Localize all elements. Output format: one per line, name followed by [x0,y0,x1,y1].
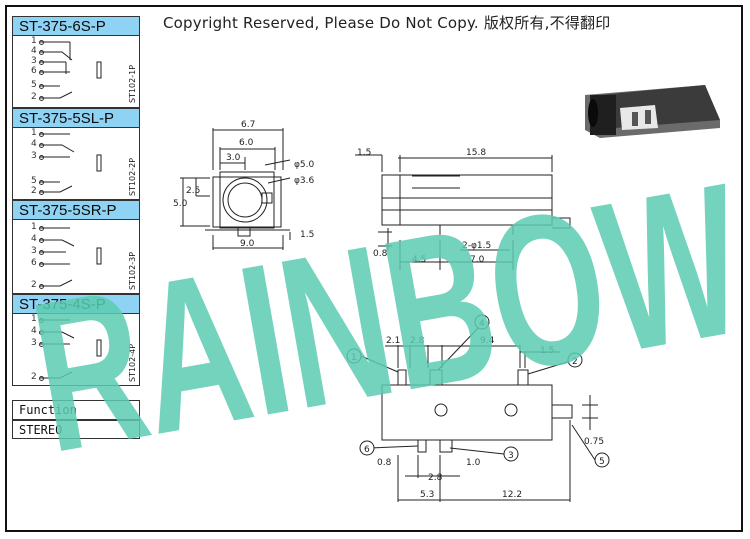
dim-2-1: 2.1 [386,336,400,346]
dim-bottom-0-8: 0.8 [377,458,392,468]
function-header: Function [12,400,140,420]
dim-12-2: 12.2 [502,490,522,500]
callout-6: 6 [364,445,370,455]
model-title-4: ST-375-4S-P [12,294,140,314]
pin-label: 1 [31,128,37,138]
dim-15-8: 15.8 [466,148,486,158]
dim-bottom-1-5: 1.5 [540,346,554,356]
sheet-frame [5,5,743,532]
pin-label: 4 [31,139,37,149]
dim-5-3: 5.3 [420,490,434,500]
dim-6-7: 6.7 [241,120,255,130]
pin-label: 3 [31,246,37,256]
pin-label: 6 [31,258,37,268]
dim-front-1-5: 1.5 [300,230,314,240]
dim-bottom-2-8: 2.8 [428,473,443,483]
schematic-4s [40,319,102,379]
pin-label: 2 [31,186,37,196]
pin-label: 1 [31,222,37,232]
dim-3-0: 3.0 [226,153,241,163]
pin-label: 2 [31,92,37,102]
dim-side-1-5: 1.5 [357,148,371,158]
dim-9-0: 9.0 [240,239,255,249]
model-title-2: ST-375-5SL-P [12,108,140,128]
pin-label: 4 [31,46,37,56]
pin-label: 3 [31,151,37,161]
dim-top-2-8: 2.8 [410,336,425,346]
dim-4-5: 4.5 [412,255,426,265]
dim-5-0: 5.0 [173,199,188,209]
pin-label: 6 [31,66,37,76]
dim-9-4: 9.4 [480,336,495,346]
function-value: STEREO [12,420,140,439]
schematic-5sl [40,133,102,193]
callouts [346,314,610,468]
pin-label: 3 [31,338,37,348]
dim-2-phi1-5: 2-φ1.5 [462,241,491,251]
dim-7-0: 7.0 [470,255,485,265]
callout-3: 3 [508,451,514,461]
dim-phi3-6: φ3.6 [294,176,315,186]
copyright-notice: Copyright Reserved, Please Do Not Copy. … [163,14,611,32]
pin-label: 4 [31,234,37,244]
bottom-view [360,325,598,502]
callout-2: 2 [572,357,578,367]
side-view [355,154,571,270]
front-view [180,128,291,250]
pin-label: 5 [31,80,37,90]
pin-label: 4 [31,326,37,336]
pin-label: 1 [31,314,37,324]
schematic-5sr [40,227,102,287]
dim-2-5: 2.5 [186,186,200,196]
callout-labels: 1 2 3 4 5 6 [351,319,605,467]
callout-1: 1 [351,353,357,363]
pin-label: 1 [31,36,37,46]
dim-0-75: 0.75 [584,437,604,447]
pin-label: 2 [31,280,37,290]
pin-label: 3 [31,56,37,66]
callout-5: 5 [599,457,605,467]
model-title-3: ST-375-5SR-P [12,200,140,220]
pin-label: 2 [31,372,37,382]
pin-label: 5 [31,176,37,186]
product-photo [585,85,720,138]
callout-4: 4 [479,319,485,329]
dim-6-0: 6.0 [239,138,254,148]
dim-phi5-0: φ5.0 [294,160,315,170]
dim-1-0: 1.0 [466,458,481,468]
dim-side-0-8: 0.8 [373,249,388,259]
model-title-1: ST-375-6S-P [12,16,140,36]
schematic-6s [40,41,102,99]
